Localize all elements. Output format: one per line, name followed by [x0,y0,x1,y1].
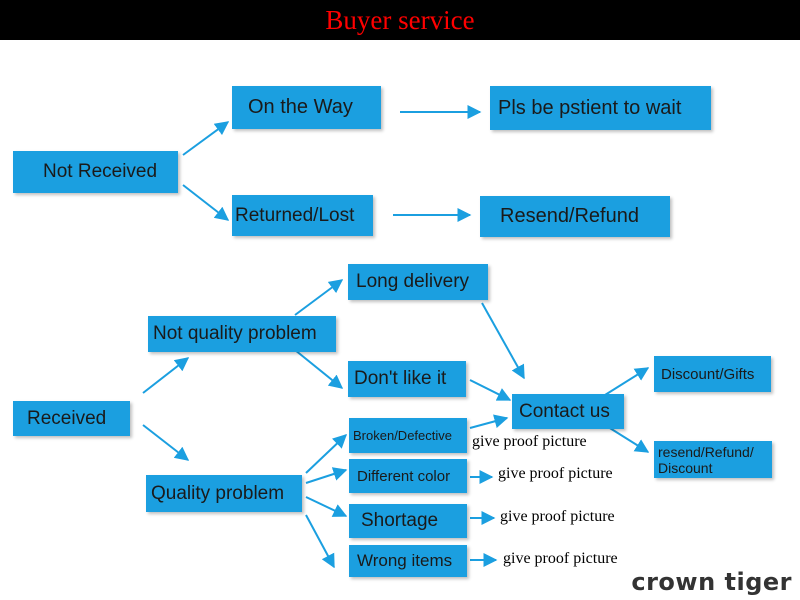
node-returned-lost: Returned/Lost [232,195,373,236]
arrow-quality-broken [305,434,348,474]
proof-note-shortage: give proof picture [500,508,615,525]
node-not-quality-problem: Not quality problem [148,316,336,352]
arrow-contact-discount [604,367,650,396]
node-wait: Pls be pstient to wait [490,86,711,130]
node-dont-like-it: Don't like it [348,361,466,397]
node-different-color: Different color [349,459,467,493]
arrow-long-contact [481,302,525,380]
proof-note-color: give proof picture [498,465,613,482]
node-received: Received [13,401,130,436]
arrow-contact-resend [604,424,650,453]
proof-note-broken: give proof picture [472,433,587,450]
page-title: Buyer service [325,5,475,35]
arrow-quality-shortage [305,496,348,517]
node-discount-gifts: Discount/Gifts [654,356,771,392]
node-broken-defective: Broken/Defective [349,418,467,453]
arrow-received-quality [142,424,190,461]
node-on-the-way: On the Way [232,86,381,129]
node-long-delivery: Long delivery [348,264,488,300]
node-shortage: Shortage [349,504,467,538]
arrow-notquality-dontlike [294,349,344,389]
arrow-quality-color [305,467,348,484]
node-not-received: Not Received [13,151,178,193]
arrow-quality-wrong [305,514,335,569]
node-quality-problem: Quality problem [146,475,302,512]
proof-note-wrong: give proof picture [503,550,618,567]
node-resend-refund-discount: resend/Refund/Discount [654,441,772,478]
arrow-notreceived-returned [182,184,230,221]
arrow-dontlike-contact [469,379,512,401]
header-bar [0,0,800,40]
arrow-notquality-long [294,279,344,316]
arrow-received-notquality [142,357,190,394]
node-wrong-items: Wrong items [349,545,467,577]
arrow-notreceived-ontheway [182,121,230,156]
arrow-broken-contact [469,414,509,429]
brand-watermark: crown tiger [631,568,792,596]
node-contact-us: Contact us [512,394,624,429]
node-resend-refund: Resend/Refund [480,196,670,237]
